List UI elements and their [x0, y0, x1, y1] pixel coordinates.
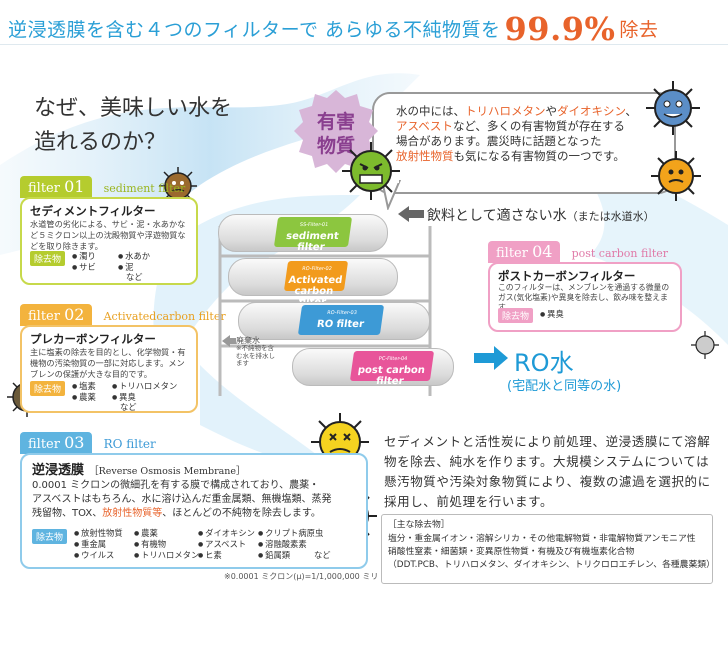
ro-water-title: RO水 — [514, 349, 574, 377]
green-germ-icon — [342, 142, 400, 200]
filter-03-title: 逆浸透膜 — [32, 463, 85, 478]
why-heading: なぜ、美味しい水を 造れるのか？ — [34, 92, 232, 160]
filter-02-item: 塩素 — [72, 380, 96, 392]
svg-text:物質: 物質 — [317, 134, 355, 157]
filter-02-desc: 主に塩素の除去を目的とし、化学物質・有機物の汚染物質の一部に対応します。メンブレ… — [30, 347, 186, 379]
filter-04-box: ポストカーボンフィルター このフィルターは、メンブレンを通過する微量のガス(気化… — [488, 262, 682, 332]
filter-02-subtitle: Activatedcarbon filter — [103, 310, 226, 323]
filter-03-tag: filter 03 — [20, 432, 93, 454]
filter-04-desc: このフィルターは、メンブレンを通過する微量のガス(気化塩素)や異臭を除去し、飲み… — [498, 283, 670, 312]
filter-03-item: 鉛属類 — [258, 549, 290, 561]
filter-03-title-en: ［Reverse Osmosis Membrane］ — [89, 466, 246, 477]
orange-germ-icon — [651, 151, 701, 201]
filter-03-item: 溶融酸素素 — [258, 538, 307, 550]
main-removals-box: ［主な除去物］ 塩分・重金属イオン・溶解シリカ・その他電解物質・非電解物質アンモ… — [381, 514, 715, 584]
filter-03-item: クリプト病原虫 — [258, 527, 323, 539]
filter-04-tag: filter 04 — [488, 241, 561, 263]
process-paragraph: セディメントと活性炭により前処理、逆浸透膜にて溶解物を除去、純水を作ります。大規… — [384, 434, 711, 509]
filter-02-box: プレカーボンフィルター 主に塩素の除去を目的とし、化学物質・有機物の汚染物質の一… — [20, 325, 198, 413]
filter-02-item: 農薬 — [72, 391, 96, 403]
filter-03-item: トリハロメタン — [134, 549, 199, 561]
bubble-text: 水の中には、トリハロメタンやダイオキシン、 アスベストなど、多くの有害物質が存在… — [396, 104, 637, 163]
waste-label: 廃棄水 — [236, 336, 260, 345]
filter-03-item: 重金属 — [74, 538, 106, 550]
filter-01-title: セディメントフィルター — [30, 204, 156, 218]
filter-03-desc: 0.0001 ミクロンの微細孔を有する膜で構成されており、農薬・ アスベストはも… — [32, 480, 332, 519]
why-line-2: 造れるのか？ — [34, 130, 167, 155]
filter-01-item: 泥 — [118, 261, 133, 273]
filter-02-remove-label: 除去物 — [30, 381, 66, 396]
filter-01-remove-label: 除去物 — [30, 251, 66, 266]
filter-03-item: アスベスト — [198, 538, 246, 550]
filter-02-tag: filter 02 — [20, 304, 93, 326]
input-arrow-icon — [398, 206, 424, 222]
filter-02-card: filter 02 Activatedcarbon filter — [20, 304, 226, 326]
small-germ-icon — [691, 331, 719, 359]
main-removals-line: 硝酸性窒素・細菌類・変異原性物質・有機及び有機塩素化合物 — [388, 547, 635, 557]
filter-03-item: ヒ素 — [198, 549, 222, 561]
headline-text: 逆浸透膜を含む４つのフィルターで あらゆる不純物質を — [8, 19, 501, 41]
ro-water-sub: (宅配水と同等の水) — [507, 379, 622, 394]
micron-footnote: ※0.0001 ミクロン(μ)=1/1,000,000 ミリ — [224, 572, 379, 581]
main-removals-title: ［主な除去物］ — [388, 520, 450, 530]
filter-01-etc: など — [126, 272, 143, 282]
filter-04-subtitle: post carbon filter — [571, 247, 669, 260]
svg-text:有害: 有害 — [317, 110, 355, 133]
filter-01-item: サビ — [72, 261, 96, 273]
output-arrow-icon — [474, 346, 508, 370]
filter-03-box: 逆浸透膜 ［Reverse Osmosis Membrane］ 0.0001 ミ… — [20, 453, 368, 569]
filter-01-tag: filter 01 — [20, 176, 93, 198]
main-removals-line: （DDT.PCB、トリハロメタン、ダイオキシン、トリクロロエチレン、各種農薬類） — [388, 560, 715, 570]
radioactive-highlight: 放射性物質 — [396, 149, 454, 163]
header-divider — [0, 44, 728, 45]
filter-03-item: 放射性物質 — [74, 527, 123, 539]
filter-03-remove-label: 除去物 — [32, 529, 68, 544]
filter-02-title: プレカーボンフィルター — [30, 332, 156, 346]
filter-02-item: トリハロメタン — [112, 380, 177, 392]
waste-note: ※不純物を含む水を排水します — [236, 344, 275, 367]
waste-arrow-icon — [222, 335, 236, 347]
trihalomethane-highlight: トリハロメタン — [465, 104, 546, 118]
filter-04-item: 異臭 — [540, 308, 564, 320]
unsuitable-water: 飲料として適さない水（または水道水） — [427, 205, 655, 225]
filter-03-item: 農薬 — [134, 527, 158, 539]
unsuitable-main: 飲料として適さない水 — [427, 208, 567, 224]
filter-03-item: ダイオキシン — [198, 527, 255, 539]
filter-04-card: filter 04 post carbon filter — [488, 241, 668, 263]
blue-germ-icon — [646, 81, 700, 135]
unsuitable-sub: （または水道水） — [566, 210, 655, 223]
main-removals-line: 塩分・重金属イオン・溶解シリカ・その他電解物質・非電解物質アンモニア性 — [388, 534, 696, 544]
filter-02-item: 異臭 — [112, 391, 136, 403]
filter-01-card: filter 01 sediment filter — [20, 176, 185, 198]
asbestos-highlight: アスベスト — [396, 119, 453, 133]
filter-01-box: セディメントフィルター 水道管の劣化による、サビ・泥・水あかなど５ミクロン以上の… — [20, 197, 198, 285]
filter-03-etc: など — [314, 550, 331, 560]
filter-03-card: filter 03 RO filter — [20, 432, 156, 454]
filter-01-desc: 水道管の劣化による、サビ・泥・水あかなど５ミクロン以上の沈殿物質や浮遊物質などを… — [30, 219, 186, 251]
headline-end: 除去 — [619, 19, 659, 41]
filter-03-subtitle: RO filter — [103, 437, 156, 451]
speech-bubble — [372, 92, 676, 194]
waste-water: 廃棄水 ※不純物を含む水を排水します — [236, 336, 276, 368]
headline-percent: 99.9% — [504, 10, 616, 48]
filter-01-item: 濁り — [72, 250, 96, 262]
tube-rack — [218, 226, 432, 396]
filter-04-title: ポストカーボンフィルター — [498, 269, 636, 283]
dioxin-highlight: ダイオキシン — [557, 104, 626, 118]
filter-01-subtitle: sediment filter — [103, 182, 186, 195]
harmful-substances-stamp: 有害 物質 — [294, 90, 378, 173]
filter-03-title-row: 逆浸透膜 ［Reverse Osmosis Membrane］ — [32, 459, 246, 478]
filter-04-remove-label: 除去物 — [498, 308, 534, 323]
why-line-1: なぜ、美味しい水を — [34, 96, 233, 121]
filter-03-item: ウイルス — [74, 549, 114, 561]
filter-03-item: 有機物 — [134, 538, 166, 550]
filter-02-etc: など — [120, 402, 137, 412]
filter-01-item: 水あか — [118, 250, 150, 262]
brown-germ-icon — [159, 167, 197, 205]
